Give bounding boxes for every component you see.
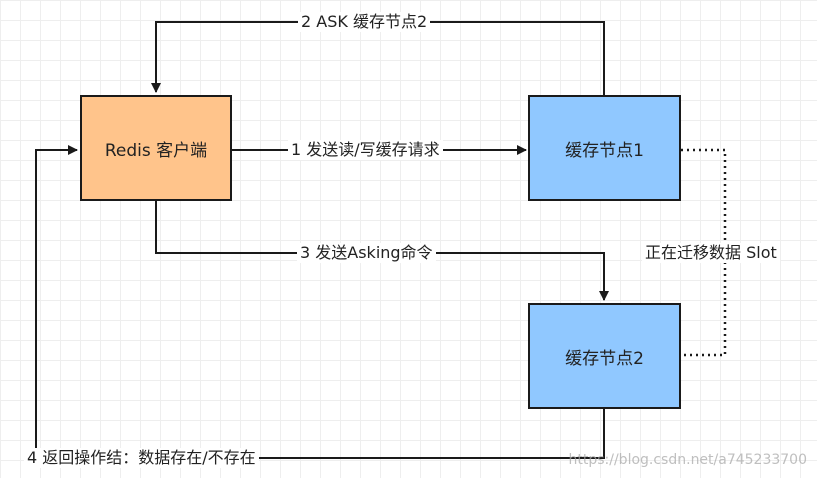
cache-node-1-box: 缓存节点1	[528, 95, 681, 201]
edge-1-label: 1 发送读/写缓存请求	[288, 140, 443, 160]
redis-client-label: Redis 客户端	[104, 140, 208, 161]
migration-label: 正在迁移数据 Slot	[642, 243, 780, 263]
cache-node-2-box: 缓存节点2	[528, 303, 681, 409]
edge-2-arrow	[151, 21, 605, 95]
edge-2-label: 2 ASK 缓存节点2	[298, 12, 431, 32]
cache-node-2-label: 缓存节点2	[565, 348, 644, 369]
watermark: https://blog.csdn.net/a745233700	[568, 452, 808, 468]
cache-node-1-label: 缓存节点1	[565, 140, 644, 161]
edge-4-label: 4 返回操作结：数据存在/不存在	[24, 448, 259, 468]
redis-client-box: Redis 客户端	[80, 95, 232, 201]
edge-3-label: 3 发送Asking命令	[297, 243, 436, 263]
migration-dotted-link	[681, 148, 727, 357]
